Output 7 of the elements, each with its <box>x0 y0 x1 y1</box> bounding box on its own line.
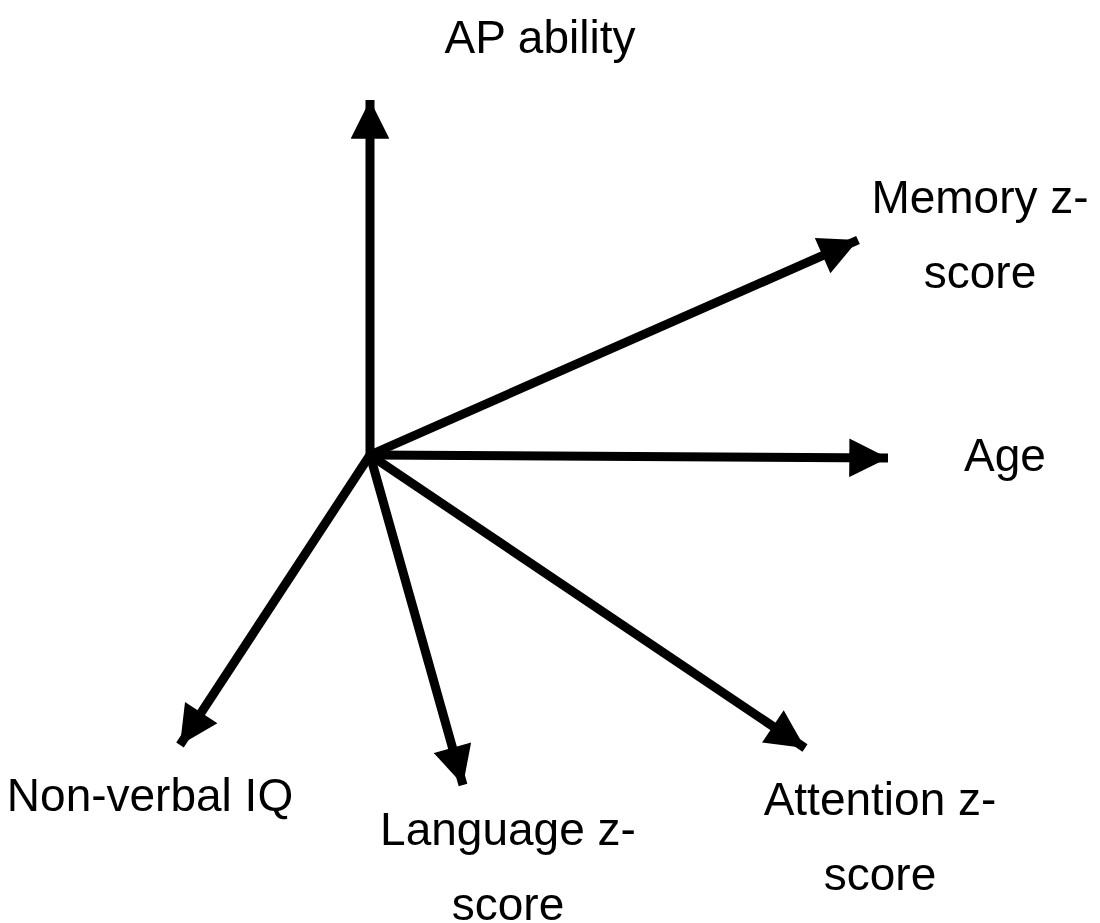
axis-label: Age <box>920 418 1090 493</box>
axis-label: Language z-score <box>368 792 648 923</box>
axis-label: Non-verbal IQ <box>0 758 300 833</box>
arrow <box>350 100 390 455</box>
axis-label: AP ability <box>380 0 700 75</box>
axis-label: Attention z- score <box>740 762 1020 912</box>
axis-label: Memory z-score <box>860 160 1100 310</box>
